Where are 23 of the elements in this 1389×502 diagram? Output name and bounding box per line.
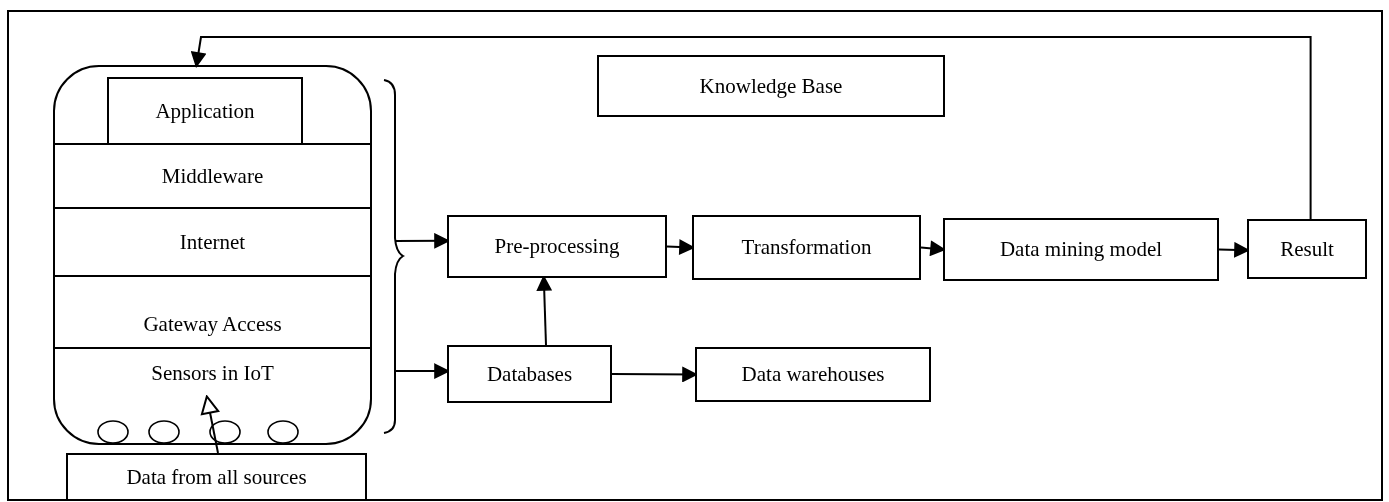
layer-box: Application [107,77,303,145]
process-box: Result [1247,219,1367,279]
arrow [1218,242,1250,258]
process-box: Data from all sources [66,453,367,501]
arrow [611,366,698,382]
arrow [920,240,946,256]
arrow [536,275,552,346]
process-box: Knowledge Base [597,55,945,117]
arrow [666,239,695,255]
process-box: Pre-processing [447,215,667,278]
arrow [394,233,450,249]
layer-band: Internet [55,207,370,275]
layer-band: Gateway Access [55,275,370,347]
arrow [394,363,450,379]
process-box: Transformation [692,215,921,280]
arrow [200,395,220,454]
process-box: Databases [447,345,612,403]
process-box: Data mining model [943,218,1219,281]
arrow [191,36,1312,220]
layer-band: Middleware [55,143,370,207]
layer-band: Sensors in IoT [55,347,370,398]
process-box: Data warehouses [695,347,931,402]
layer-stack [53,65,372,445]
